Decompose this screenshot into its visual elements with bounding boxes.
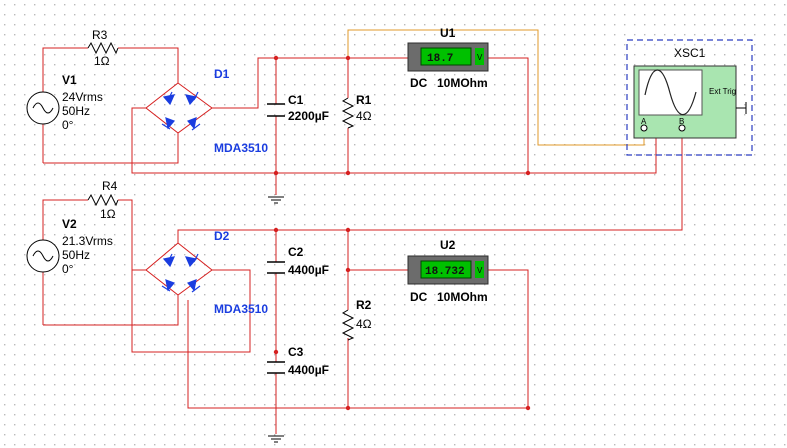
xsc1-ref: XSC1 (674, 46, 706, 60)
multimeter-u2[interactable] (407, 255, 489, 285)
r2-ref: R2 (356, 298, 372, 312)
diode-bridge-d1[interactable] (161, 91, 201, 131)
v2-phase: 0° (62, 262, 74, 276)
terminal-b-label: B (679, 117, 684, 126)
u2-ref: U2 (440, 238, 456, 252)
terminal-a[interactable] (640, 124, 648, 132)
scope-screen (638, 69, 703, 116)
resistor-r3[interactable] (87, 41, 119, 55)
c3-value: 4400µF (288, 363, 329, 377)
r4-ref: R4 (102, 179, 118, 193)
resistor-r2[interactable] (341, 309, 355, 341)
r1-value: 4Ω (356, 109, 372, 123)
c3-ref: C3 (288, 345, 304, 359)
terminal-a-label: A (641, 117, 647, 126)
ac-source-v1[interactable] (26, 91, 60, 125)
meter-display (420, 260, 472, 279)
u2-reading: 18.732 (425, 266, 465, 278)
r2-value: 4Ω (356, 317, 372, 331)
v1-phase: 0° (62, 118, 74, 132)
u1-ref: U1 (440, 26, 456, 40)
u1-mode: DC (410, 76, 428, 90)
r3-value: 1Ω (94, 54, 110, 68)
ground-icon (268, 435, 284, 443)
sine-wave-icon (644, 69, 697, 115)
d2-ref: D2 (214, 229, 230, 243)
resistor-r4[interactable] (87, 193, 119, 207)
meter-display (420, 47, 472, 66)
bottom-circuit-wires (42, 133, 683, 434)
d2-part: MDA3510 (214, 302, 268, 316)
selection-box (626, 39, 753, 156)
multimeter-u1[interactable] (407, 42, 489, 72)
c2-value: 4400µF (288, 263, 329, 277)
resistor-r1[interactable] (341, 97, 355, 129)
r1-ref: R1 (356, 93, 372, 107)
d1-ref: D1 (214, 67, 230, 81)
capacitor-c1[interactable] (267, 103, 285, 117)
c1-ref: C1 (288, 93, 304, 107)
capacitor-c3[interactable] (267, 361, 285, 374)
u2-unit: V (477, 266, 483, 275)
v1-ref: V1 (62, 73, 77, 87)
u1-impedance: 10MOhm (437, 76, 488, 90)
c2-ref: C2 (288, 245, 304, 259)
v1-voltage: 24Vrms (62, 90, 103, 104)
u2-mode: DC (410, 290, 428, 304)
diode-bridge-d2[interactable] (161, 253, 201, 293)
top-circuit-wires (42, 47, 657, 195)
capacitor-c2[interactable] (267, 261, 285, 274)
u2-impedance: 10MOhm (437, 290, 488, 304)
u1-reading: 18.7 (427, 53, 453, 65)
ground-icon (268, 196, 284, 204)
junction-dots (273, 55, 531, 411)
u1-unit: V (477, 53, 483, 62)
oscilloscope-xsc1[interactable] (626, 39, 753, 156)
volt-icon (475, 261, 484, 278)
v2-ref: V2 (62, 217, 77, 231)
v2-voltage: 21.3Vrms (62, 234, 113, 248)
terminal-b[interactable] (678, 124, 686, 132)
ac-source-v2[interactable] (26, 239, 60, 273)
v2-freq: 50Hz (62, 248, 90, 262)
ext-trig-label: Ext Trig (709, 87, 736, 96)
volt-icon (475, 48, 484, 65)
v1-freq: 50Hz (62, 104, 90, 118)
r3-ref: R3 (92, 28, 108, 42)
scope-channel-a-wire (347, 29, 645, 146)
r4-value: 1Ω (100, 207, 116, 221)
c1-value: 2200µF (288, 109, 329, 123)
d1-part: MDA3510 (214, 141, 268, 155)
